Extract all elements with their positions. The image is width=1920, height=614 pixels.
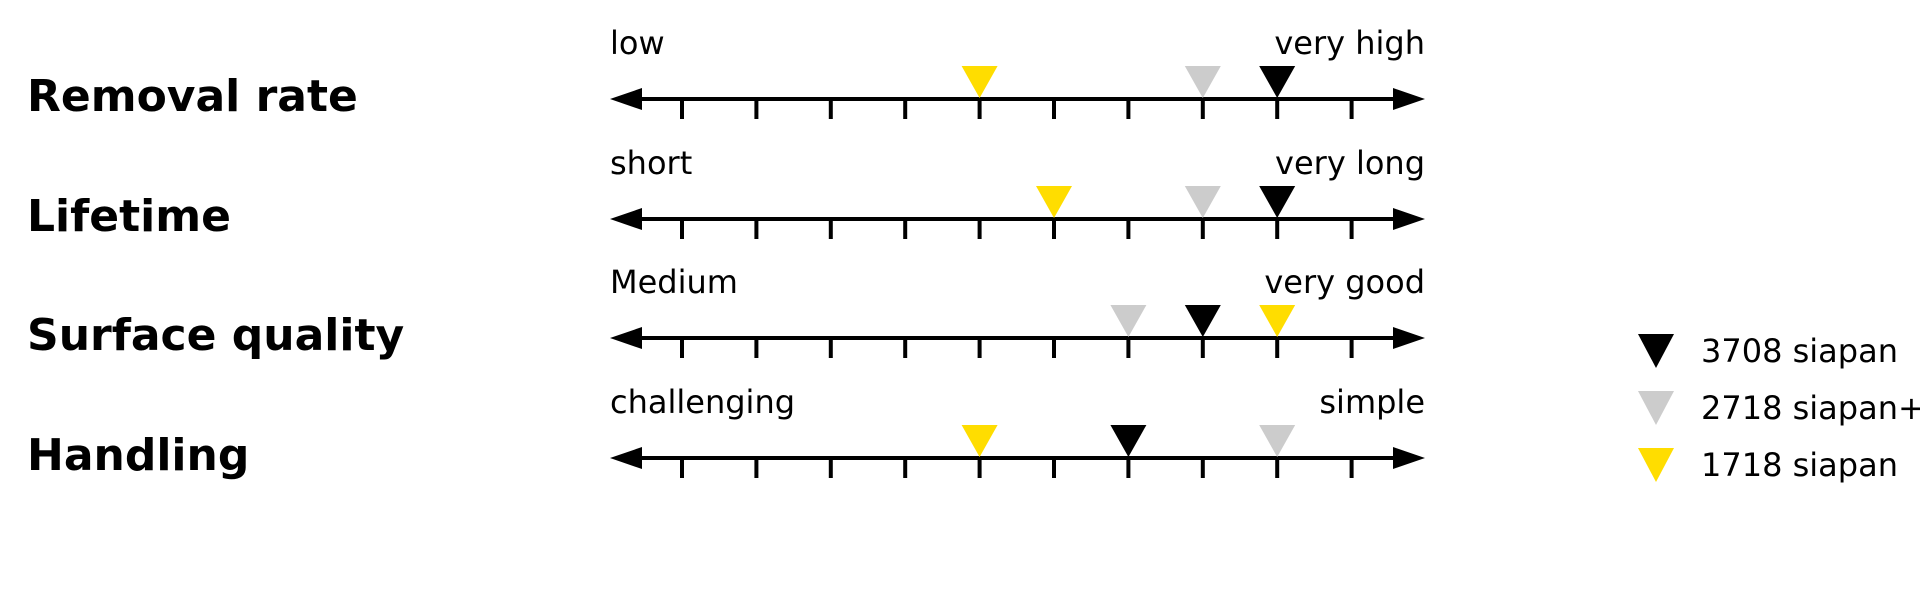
legend-item: 1718 siapan	[1638, 446, 1898, 484]
legend-marker	[1638, 391, 1674, 425]
row-title: Removal rate	[27, 71, 358, 122]
legend-label: 3708 siapan	[1701, 332, 1898, 370]
legend-marker	[1638, 334, 1674, 368]
marker-3708-siapan	[1259, 186, 1296, 218]
marker-3708-siapan	[1184, 305, 1221, 337]
row-3: Surface quality Medium very good	[27, 263, 1425, 361]
legend-label: 2718 siapan+	[1701, 389, 1920, 427]
left-label: low	[610, 24, 665, 62]
left-arrow-icon	[610, 447, 642, 469]
right-label: very good	[1264, 263, 1425, 301]
row-title: Surface quality	[27, 310, 404, 361]
right-label: simple	[1319, 383, 1425, 421]
legend: 3708 siapan 2718 siapan+ 1718 siapan	[1638, 332, 1920, 484]
row-1: Removal rate low very high	[27, 24, 1425, 122]
left-arrow-icon	[610, 208, 642, 230]
right-label: very high	[1274, 24, 1425, 62]
left-label: Medium	[610, 263, 738, 301]
marker-3708-siapan	[1110, 425, 1147, 457]
marker-3708-siapan	[1259, 66, 1296, 98]
row-title: Handling	[27, 430, 249, 481]
row-title: Lifetime	[27, 191, 231, 242]
legend-label: 1718 siapan	[1701, 446, 1898, 484]
marker-1718-siapan	[1259, 305, 1296, 337]
right-arrow-icon	[1393, 88, 1425, 110]
right-arrow-icon	[1393, 447, 1425, 469]
marker-2718-siapan-	[1184, 186, 1221, 218]
left-arrow-icon	[610, 327, 642, 349]
marker-2718-siapan-	[1110, 305, 1147, 337]
right-arrow-icon	[1393, 327, 1425, 349]
right-label: very long	[1275, 144, 1425, 182]
left-label: short	[610, 144, 692, 182]
marker-2718-siapan-	[1259, 425, 1296, 457]
left-arrow-icon	[610, 88, 642, 110]
row-4: Handling challenging simple	[27, 383, 1425, 481]
row-2: Lifetime short very long	[27, 144, 1425, 242]
legend-item: 2718 siapan+	[1638, 389, 1920, 427]
marker-1718-siapan	[961, 425, 998, 457]
marker-2718-siapan-	[1184, 66, 1221, 98]
marker-1718-siapan	[1036, 186, 1072, 218]
left-label: challenging	[610, 383, 795, 421]
legend-marker	[1638, 448, 1674, 482]
legend-item: 3708 siapan	[1638, 332, 1898, 370]
marker-1718-siapan	[961, 66, 998, 98]
right-arrow-icon	[1393, 208, 1425, 230]
